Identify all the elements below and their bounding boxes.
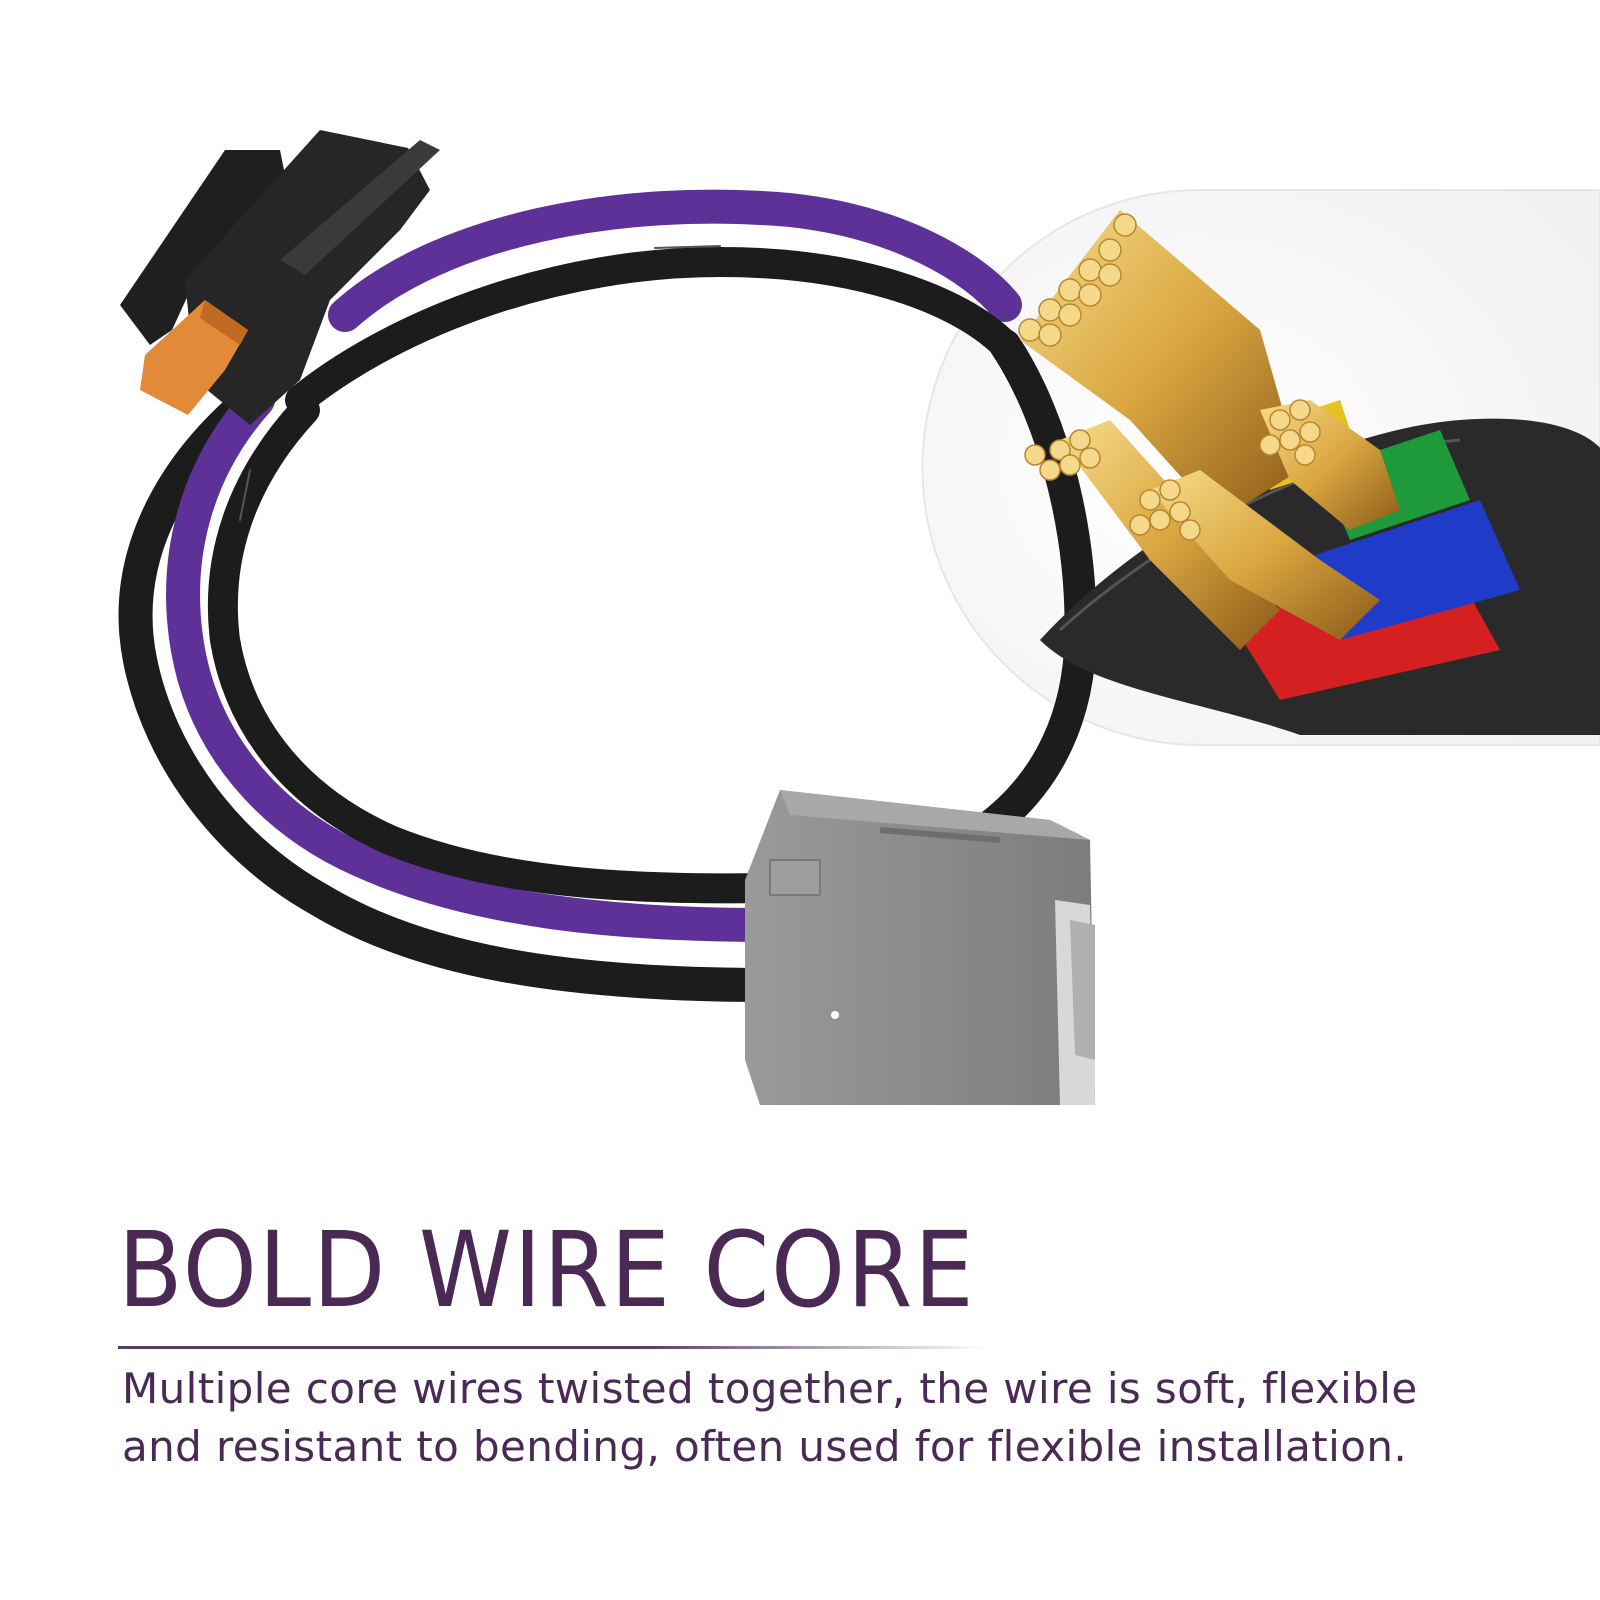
- wire-loops: [118, 189, 1097, 1002]
- description-line-2: and resistant to bending, often used for…: [122, 1422, 1408, 1471]
- description-line-1: Multiple core wires twisted together, th…: [122, 1364, 1418, 1413]
- black-connector: [120, 130, 440, 425]
- description: Multiple core wires twisted together, th…: [122, 1360, 1542, 1476]
- headline-underline: [118, 1346, 988, 1349]
- copper-strands-closeup: [1018, 210, 1600, 735]
- headline: BOLD WIRE CORE: [118, 1209, 976, 1331]
- gray-connector: [745, 790, 1095, 1105]
